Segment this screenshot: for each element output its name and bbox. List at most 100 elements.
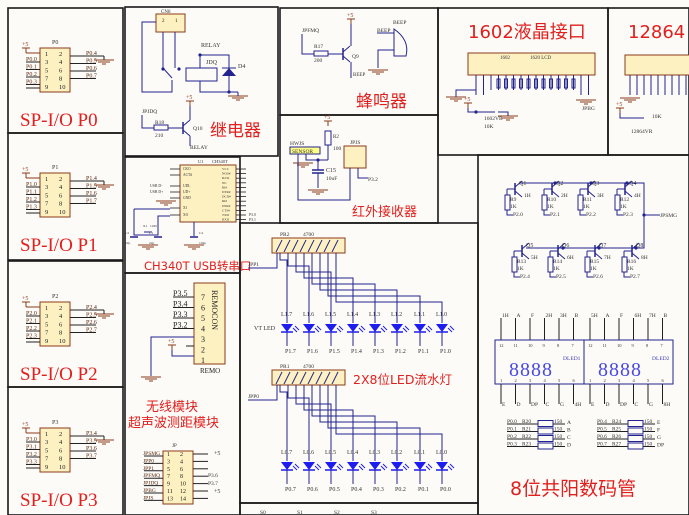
pot-ref: 1602VR xyxy=(484,116,503,122)
section-title: 8位共阳数码管 xyxy=(510,478,636,500)
led-ray xyxy=(404,463,410,469)
array-value: 4700 xyxy=(303,364,314,370)
display-pin-number: 3 xyxy=(529,378,532,383)
segment-net: DP xyxy=(620,402,627,408)
led-triangle xyxy=(391,462,403,470)
net-label: P2.2 xyxy=(26,326,37,332)
chip-pin: GND xyxy=(183,196,191,200)
transistor-ref: Q2 xyxy=(556,181,563,187)
led-triangle xyxy=(414,324,426,332)
net-label: P3.0 xyxy=(26,437,37,443)
display-pin-number: 8 xyxy=(557,343,560,348)
resistor-ref: R16 xyxy=(627,259,636,265)
jumper-label: JPP0 xyxy=(248,394,259,400)
net-label: P0.0 xyxy=(440,487,451,493)
led-ray xyxy=(360,463,366,469)
resistor-ref: R22 xyxy=(522,434,531,440)
resistor-value: 1K xyxy=(517,266,524,272)
array-value: 4700 xyxy=(303,232,314,238)
header-connector xyxy=(39,172,71,218)
wire xyxy=(498,111,509,116)
power-label: +5 xyxy=(22,296,28,302)
segment-net: F xyxy=(620,313,623,319)
segment-net: 3H xyxy=(560,313,567,319)
pin-number: 8 xyxy=(59,201,62,208)
segment-resistor xyxy=(537,442,554,450)
led-ray xyxy=(425,465,431,471)
led-label: L1.7 xyxy=(281,312,292,318)
header-connector xyxy=(39,301,71,347)
net-label: 8H xyxy=(641,255,648,261)
seven-segment-display xyxy=(583,339,674,385)
wire xyxy=(619,113,644,119)
pin-label-box xyxy=(511,78,516,89)
display-pin-number: 10 xyxy=(617,343,622,348)
ground-icon xyxy=(184,244,204,250)
pin-number: 6 xyxy=(59,447,63,454)
net-label: +5 xyxy=(214,489,220,495)
wire xyxy=(455,89,477,97)
pin-number: 3 xyxy=(45,59,48,66)
segment-net: B xyxy=(567,428,571,434)
pin-label-box xyxy=(504,78,508,89)
led-ray xyxy=(358,465,364,471)
pin-number: 8 xyxy=(59,76,62,83)
net-label: P1.7 xyxy=(285,349,296,355)
transistor-emitter xyxy=(342,55,351,63)
resistor-value: 210 xyxy=(155,133,164,139)
transistor-emitter xyxy=(521,252,530,260)
led-icon xyxy=(281,324,300,333)
section-border xyxy=(7,132,124,261)
pin-number: 6 xyxy=(201,304,205,313)
net-label: P0.1 xyxy=(418,487,429,493)
led-ray xyxy=(292,327,298,333)
pin-number: 7 xyxy=(45,76,49,83)
segment-transistor-icon xyxy=(514,242,530,260)
pin-number: 9 xyxy=(45,464,48,471)
array-element xyxy=(299,371,307,385)
led-icon xyxy=(303,462,322,471)
array-element xyxy=(283,371,291,385)
led-ray xyxy=(316,325,322,331)
display-pin-number: 4 xyxy=(544,378,547,383)
pin-number: 4 xyxy=(201,325,205,334)
net-label: P2.0 xyxy=(513,212,523,218)
wire xyxy=(335,385,443,461)
segment-resistor xyxy=(537,427,554,435)
net-label: P0.2 xyxy=(26,72,37,78)
pin-number: 3 xyxy=(45,439,48,446)
pin-number: 4 xyxy=(59,59,63,66)
pin-number: 13 xyxy=(167,496,173,502)
led-icon xyxy=(391,324,410,333)
segment-net: 5H xyxy=(591,313,598,319)
led-ray xyxy=(402,327,408,333)
pin-number: 7 xyxy=(45,456,49,463)
power-label: +5 xyxy=(464,97,470,103)
led-triangle xyxy=(436,324,448,332)
led-icon xyxy=(325,462,344,471)
led-icon xyxy=(391,462,410,471)
header-ref: P2 xyxy=(52,294,58,300)
display-pin-number: 4 xyxy=(633,378,636,383)
switch-label: S3 xyxy=(371,510,377,515)
array-element xyxy=(331,371,339,385)
segment-transistor-icon xyxy=(624,242,640,260)
chip-pin: DTR# xyxy=(222,190,231,194)
pot-value: 10K xyxy=(652,114,662,120)
display-pin-number: 12 xyxy=(499,343,504,348)
resistor-ref: R12 xyxy=(620,197,629,203)
resistor-ref: R21 xyxy=(522,427,531,433)
connector-ref: REMO xyxy=(200,367,220,375)
diode-icon xyxy=(222,68,236,76)
wire xyxy=(279,385,288,461)
net-label: P1.2 xyxy=(395,349,406,355)
net-label: RELAY xyxy=(201,43,221,49)
transistor-ref: Q9 xyxy=(352,54,359,60)
display-pin-number: 5 xyxy=(647,378,650,383)
relay-connector xyxy=(155,13,186,33)
net-label: +5 xyxy=(214,451,220,457)
array-element xyxy=(323,371,331,385)
net-label: P3.2 xyxy=(26,452,37,458)
led-ray xyxy=(360,325,366,331)
led-ray xyxy=(382,325,388,331)
